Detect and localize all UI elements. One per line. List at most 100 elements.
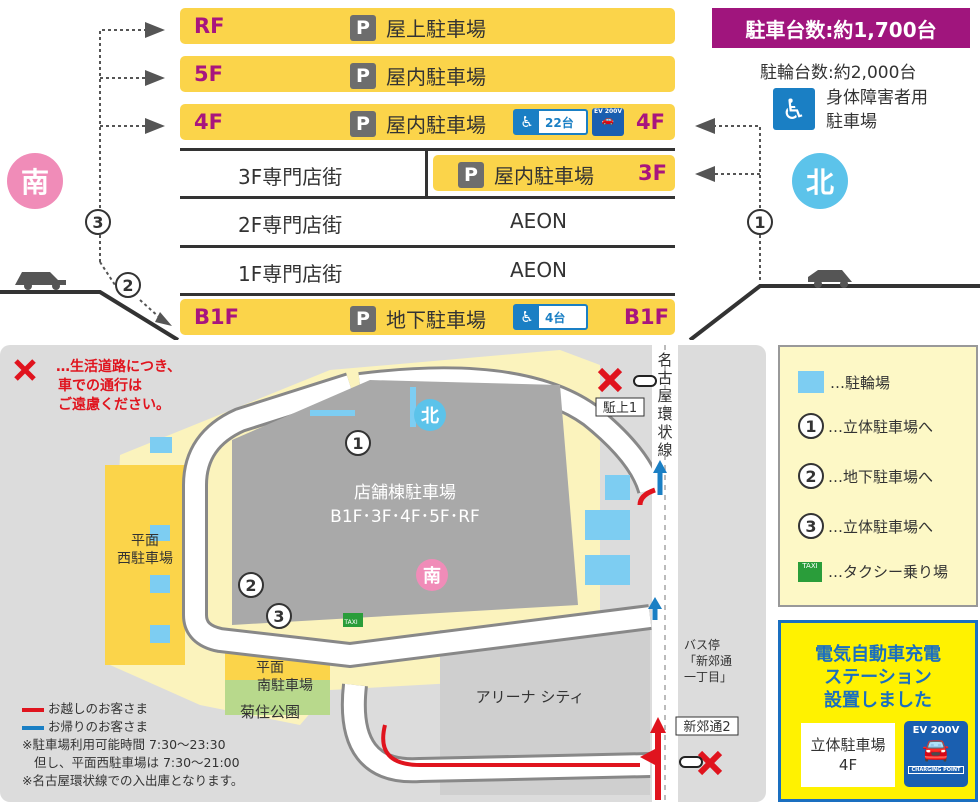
hours-note: ※駐車場利用可能時間 7:30〜23:30 xyxy=(22,737,226,752)
leave-label: お帰りのお客さま xyxy=(48,719,149,734)
tenant-label: AEON xyxy=(510,209,568,233)
ev-location: 立体駐車場 4F xyxy=(801,723,895,787)
divider xyxy=(180,148,675,151)
building-label: 店舗棟駐車場 xyxy=(354,483,456,503)
north-label: 北 xyxy=(421,406,439,427)
shops-label: 1F専門店街 xyxy=(238,262,343,286)
warning-line: …生活道路につき、 xyxy=(56,359,182,375)
ev-floor: 4F xyxy=(838,756,858,774)
traffic-signal-icon xyxy=(679,756,703,768)
no-entry-icon xyxy=(597,367,623,393)
divider xyxy=(180,293,675,296)
blue-arrow-icon xyxy=(653,460,667,495)
ev-label: EV 200V xyxy=(912,725,960,736)
ev-heading-line: 設置しました xyxy=(824,690,932,711)
parking-name: 屋上駐車場 xyxy=(386,17,486,41)
floor-label: B1F xyxy=(194,305,239,329)
route-2-marker: 2 xyxy=(238,572,264,598)
legend-route1: 1…立体駐車場へ xyxy=(798,413,933,439)
accessible-count: 22台 xyxy=(545,115,574,130)
bus-stop-line: 一丁目」 xyxy=(684,670,732,684)
store-building xyxy=(232,380,578,625)
elevation-lines xyxy=(0,22,980,340)
car-glyph: 🚘 xyxy=(922,738,950,763)
accessible-badge: ♿ 22台 xyxy=(513,109,588,135)
legend: …駐輪場 1…立体駐車場へ 2…地下駐車場へ 3…立体駐車場へ TAXI…タクシ… xyxy=(778,345,978,607)
floor-label: 5F xyxy=(194,62,223,86)
accessible-badge: ♿4台 xyxy=(513,304,588,330)
building-floors: B1F･3F･4F･5F･RF xyxy=(330,507,480,527)
bus-stop-line: バス停 xyxy=(684,637,720,652)
bike-capacity: 駐輪台数:約2,000台 xyxy=(760,63,917,83)
ev-notice: 電気自動車充電 ステーション 設置しました 立体駐車場 4F EV 200V 🚘… xyxy=(778,620,978,802)
signal-label: 駈上1 xyxy=(603,401,637,416)
floor-label: B1F xyxy=(624,305,669,329)
parking-icon: P xyxy=(350,305,376,332)
shops-label: 2F専門店街 xyxy=(238,213,343,237)
divider xyxy=(425,150,428,196)
west-lot-label: 西駐車場 xyxy=(117,550,173,567)
bus-stop-line: 「新郊通 xyxy=(684,653,732,668)
ev-heading: 電気自動車充電 ステーション 設置しました xyxy=(781,643,975,712)
road-warning: …生活道路につき、 車での通行は ご遠慮ください。 xyxy=(56,358,182,415)
parking-icon: P xyxy=(350,14,376,41)
route-2-marker: 2 xyxy=(115,272,141,298)
arena-label: アリーナ シティ xyxy=(476,688,585,706)
ev-place: 立体駐車場 xyxy=(810,736,886,754)
wheelchair-icon: ♿ xyxy=(515,111,539,133)
ev-charging-icon: EV 200V🚗 xyxy=(592,108,624,136)
floor-2f: 2F専門店街 AEON xyxy=(180,199,675,245)
ev-sub: CHARGING POINT xyxy=(908,766,964,774)
legend-label: …タクシー乗り場 xyxy=(828,563,949,581)
accessible-parking-label: 身体障害者用駐車場 xyxy=(826,86,928,134)
bus-stop-label: バス停 「新郊通 一丁目」 xyxy=(684,637,732,684)
west-lot-label: 平面 xyxy=(131,533,159,549)
west-parking-lot xyxy=(105,465,185,665)
divider xyxy=(180,245,675,248)
car-icon xyxy=(15,272,66,290)
legend-route3: 3…立体駐車場へ xyxy=(798,513,933,539)
arrival-route xyxy=(381,724,640,767)
legend-label: …立体駐車場へ xyxy=(828,417,934,436)
no-entry-icon xyxy=(697,750,723,776)
accessible-line: 身体障害者用 xyxy=(826,88,928,108)
shops-label: 3F専門店街 xyxy=(238,165,343,189)
legend-label: …立体駐車場へ xyxy=(828,517,934,536)
tenant-label: AEON xyxy=(510,258,568,282)
south-lot-label: 南駐車場 xyxy=(257,677,313,694)
bike-parking-swatch xyxy=(798,371,824,393)
parking-icon: P xyxy=(350,110,376,137)
route-1-marker: 1 xyxy=(345,430,371,456)
north-marker: 北 xyxy=(792,153,848,209)
blue-arrow-icon xyxy=(648,597,662,620)
south-label: 南 xyxy=(423,565,441,587)
route-1-marker: 1 xyxy=(747,209,773,235)
park-label: 菊住公園 xyxy=(240,703,300,721)
road-name: 名 古 屋 環 状 線 xyxy=(657,351,672,459)
site-map: 北 南 店舗棟駐車場 B1F･3F･4F･5F･RF 平面 西駐車場 平面 南駐… xyxy=(0,345,766,804)
parking-label: P 屋上駐車場 xyxy=(350,13,486,42)
parking-name: 屋内駐車場 xyxy=(386,113,486,137)
road-char: 環 xyxy=(657,405,672,423)
park xyxy=(225,680,330,715)
ev-heading-line: ステーション xyxy=(824,667,932,688)
car-icon xyxy=(808,270,852,288)
hours-note: 但し、平面西駐車場は 7:30〜21:00 xyxy=(34,755,240,770)
legend-taxi: TAXI …タクシー乗り場 xyxy=(798,561,948,582)
south-marker: 南 xyxy=(7,153,63,209)
warning-line: ご遠慮ください。 xyxy=(58,397,170,413)
parking-name: 地下駐車場 xyxy=(386,308,486,332)
car-capacity-badge: 駐車台数:約1,700台 xyxy=(712,8,970,48)
taxi-icon: TAXI xyxy=(798,561,822,582)
floor-rf xyxy=(180,8,675,44)
route-2-marker: 2 xyxy=(798,463,824,489)
route-3-marker: 3 xyxy=(798,513,824,539)
floor-b1f xyxy=(180,299,675,335)
accessible-line: 駐車場 xyxy=(826,112,877,132)
wheelchair-icon: ♿ xyxy=(515,306,539,328)
taxi-label: TAXI xyxy=(343,619,357,626)
legend-route2: 2…地下駐車場へ xyxy=(798,463,933,489)
wheelchair-icon: ♿ xyxy=(773,88,815,130)
north-marker xyxy=(414,399,446,431)
